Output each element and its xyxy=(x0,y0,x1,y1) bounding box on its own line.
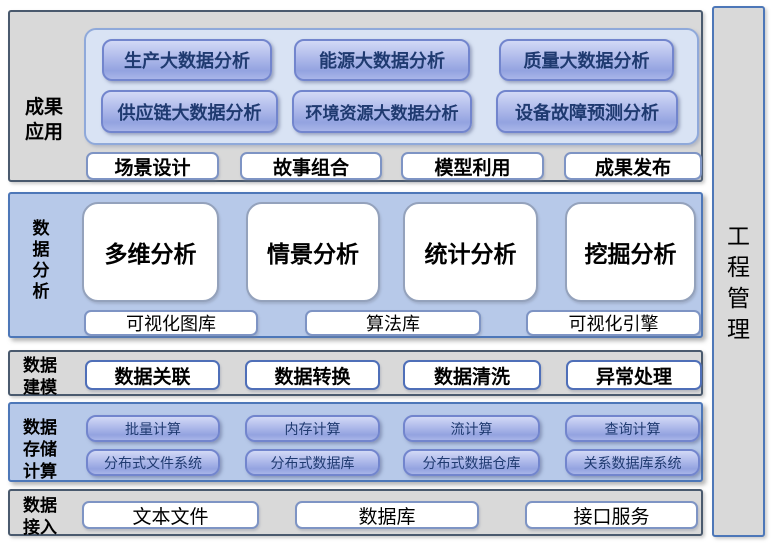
analysis-box-mining: 挖掘分析 xyxy=(565,202,696,302)
app-box-environment: 环境资源大数据分析 xyxy=(292,90,472,133)
access-box-interface-service: 接口服务 xyxy=(525,501,698,529)
engineering-management-bar: 工程管理 xyxy=(712,6,765,537)
layer-storage-computing: 数据存储计算 批量计算 内存计算 流计算 查询计算 分布式文件系统 分布式数据库… xyxy=(8,402,703,482)
compute-box-batch: 批量计算 xyxy=(86,415,220,442)
storage-box-distributed-database: 分布式数据库 xyxy=(245,449,380,476)
storage-box-distributed-file-system: 分布式文件系统 xyxy=(86,449,220,476)
layer-results-label: 成果应用 xyxy=(24,97,63,143)
access-box-database: 数据库 xyxy=(295,501,479,529)
modeling-box-transformation: 数据转换 xyxy=(245,360,380,390)
analysis-box-statistical: 统计分析 xyxy=(403,202,538,302)
layer-data-access: 数据接入 文本文件 数据库 接口服务 xyxy=(8,489,703,538)
compute-box-memory: 内存计算 xyxy=(245,415,380,442)
engineering-management-label: 工程管理 xyxy=(727,222,750,342)
support-box-visual-gallery: 可视化图库 xyxy=(84,310,258,336)
layer-modeling-label: 数据建模 xyxy=(23,356,57,398)
analysis-box-multidimensional: 多维分析 xyxy=(82,202,219,302)
storage-box-distributed-warehouse: 分布式数据仓库 xyxy=(403,449,540,476)
app-box-equipment-fault: 设备故障预测分析 xyxy=(496,90,678,133)
access-box-text-files: 文本文件 xyxy=(82,501,259,529)
app-box-energy: 能源大数据分析 xyxy=(294,39,470,81)
modeling-box-exception-handling: 异常处理 xyxy=(566,360,702,390)
layer-access-label: 数据接入 xyxy=(23,496,57,538)
app-box-supply-chain: 供应链大数据分析 xyxy=(101,90,278,133)
compute-box-stream: 流计算 xyxy=(403,415,540,442)
action-box-story-composition: 故事组合 xyxy=(240,152,382,180)
modeling-box-cleaning: 数据清洗 xyxy=(403,360,541,390)
compute-box-query: 查询计算 xyxy=(565,415,700,442)
app-box-production: 生产大数据分析 xyxy=(102,39,272,81)
action-box-model-utilization: 模型利用 xyxy=(401,152,544,180)
analysis-box-scenario: 情景分析 xyxy=(246,202,380,302)
action-box-results-publish: 成果发布 xyxy=(564,152,702,180)
layer-analysis-label: 数据分析 xyxy=(32,219,50,301)
storage-box-relational-database: 关系数据库系统 xyxy=(565,449,700,476)
layer-storage-label: 数据存储计算 xyxy=(23,418,57,482)
modeling-box-association: 数据关联 xyxy=(85,360,220,390)
action-box-scene-design: 场景设计 xyxy=(86,152,219,180)
layer-data-analysis: 数据分析 多维分析 情景分析 统计分析 挖掘分析 可视化图库 算法库 可视化引擎 xyxy=(8,192,703,338)
app-box-quality: 质量大数据分析 xyxy=(499,39,674,81)
layer-results-application: 成果应用 生产大数据分析 能源大数据分析 质量大数据分析 供应链大数据分析 环境… xyxy=(8,10,703,182)
layer-data-modeling: 数据建模 数据关联 数据转换 数据清洗 异常处理 xyxy=(8,350,703,398)
support-box-visual-engine: 可视化引擎 xyxy=(526,310,701,336)
support-box-algorithm-library: 算法库 xyxy=(305,310,481,336)
